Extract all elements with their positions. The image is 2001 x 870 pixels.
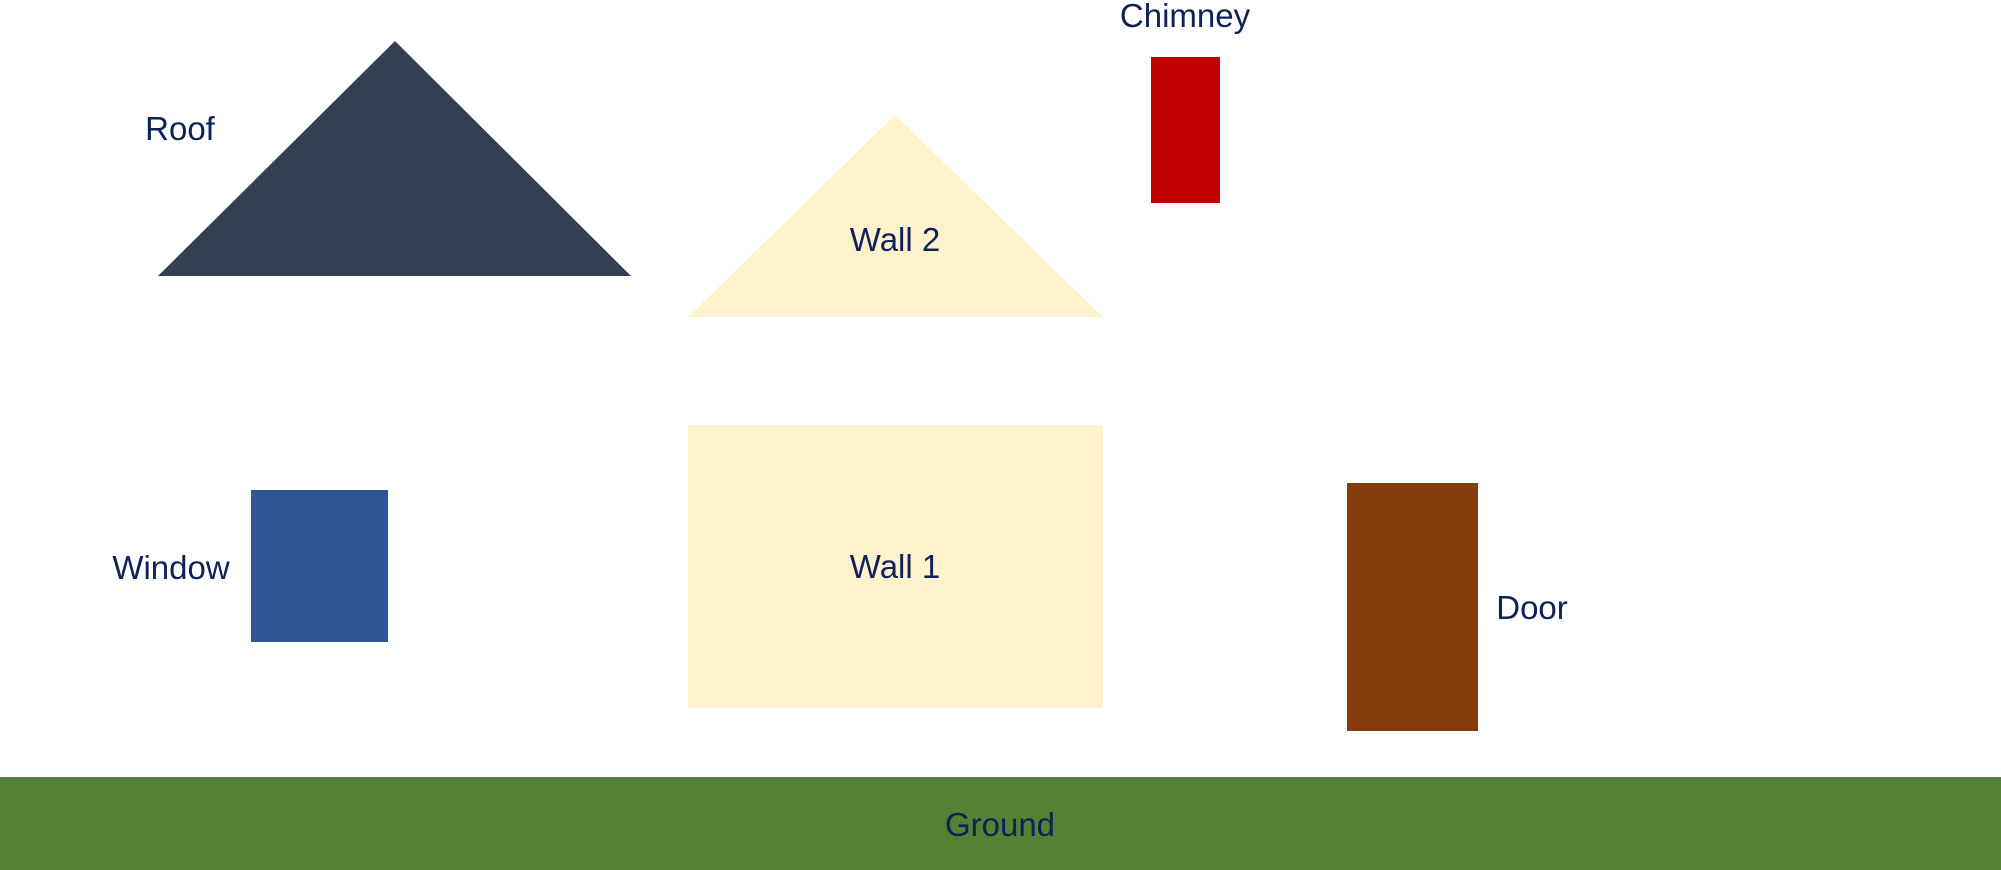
- ground-label: Ground: [945, 806, 1055, 843]
- wall-2-shape: [688, 115, 1103, 317]
- wall-1-shape: [688, 425, 1103, 708]
- wall-2-label: Wall 2: [850, 221, 940, 258]
- wall-1-label: Wall 1: [850, 548, 940, 585]
- ground-shape: [0, 777, 2001, 870]
- roof-shape: [158, 41, 631, 276]
- chimney-shape: [1151, 57, 1220, 203]
- door-shape: [1347, 483, 1478, 731]
- window-shape: [251, 490, 388, 642]
- chimney-label: Chimney: [1120, 0, 1251, 34]
- window-label: Window: [112, 549, 230, 586]
- roof-label: Roof: [145, 110, 216, 147]
- door-label: Door: [1496, 589, 1568, 626]
